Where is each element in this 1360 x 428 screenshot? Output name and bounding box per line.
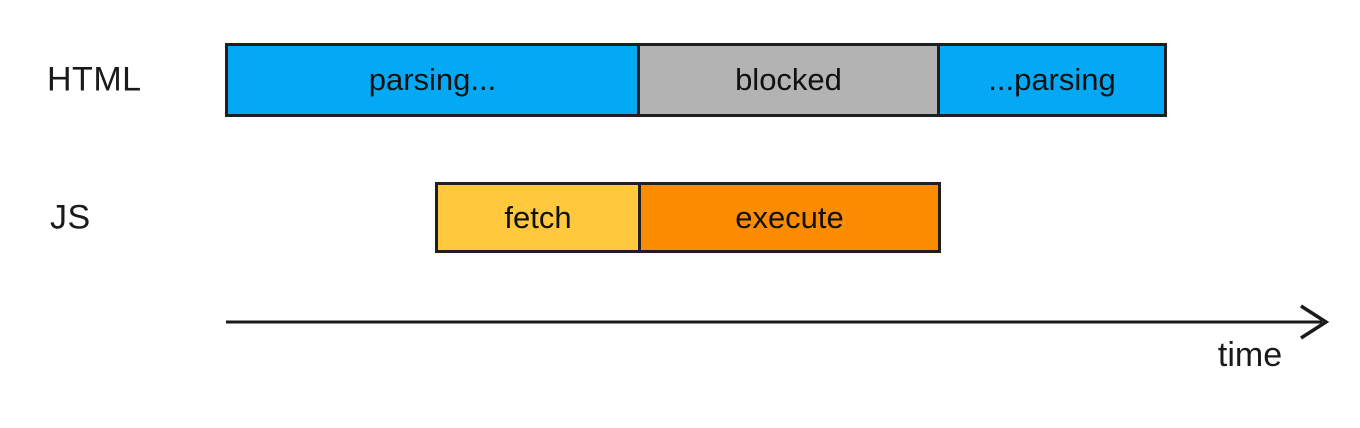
segment-fetch: fetch bbox=[438, 185, 638, 250]
row-label-js: JS bbox=[50, 198, 91, 237]
segment-blocked: blocked bbox=[637, 46, 937, 114]
js-timeline-bar: fetch execute bbox=[435, 182, 941, 253]
html-timeline-bar: parsing... blocked ...parsing bbox=[225, 43, 1167, 117]
time-axis-arrow-icon bbox=[226, 304, 1330, 340]
row-label-html: HTML bbox=[47, 60, 142, 99]
segment-parsing-resume: ...parsing bbox=[937, 46, 1164, 114]
time-axis-label: time bbox=[1217, 336, 1283, 374]
segment-parsing-start: parsing... bbox=[228, 46, 637, 114]
segment-execute: execute bbox=[638, 185, 938, 250]
